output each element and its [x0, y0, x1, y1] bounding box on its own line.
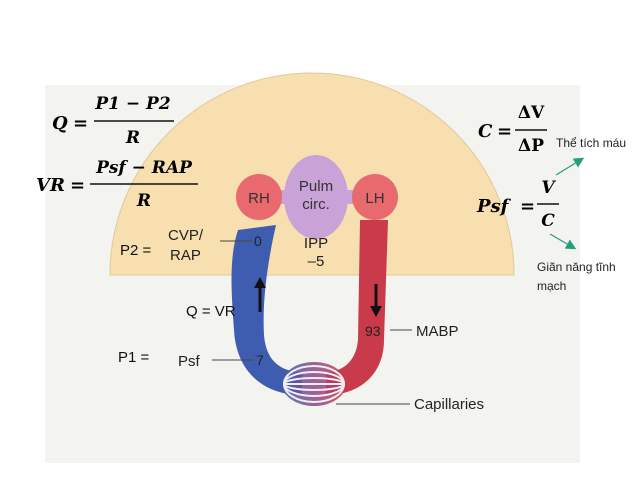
compliance-note-line2: mạch: [537, 279, 566, 293]
eq-q-lhs: Q: [52, 113, 68, 134]
ipp-value: –5: [308, 253, 325, 270]
eq-vr-denominator: R: [136, 191, 151, 211]
mabp-label: MABP: [416, 323, 459, 340]
equation-compliance: C = ΔV ΔP: [478, 103, 547, 156]
eq-q-numerator: P1 − P2: [94, 94, 170, 114]
right-heart: [236, 174, 282, 220]
eq-psf-numerator: V: [541, 178, 556, 198]
eq-q-equals: =: [73, 113, 88, 134]
eq-vr-equals: =: [70, 175, 85, 196]
equation-psf: Psf = V C: [476, 178, 559, 231]
p1-annotation: P1 =: [118, 349, 150, 366]
cvp-label-line2: RAP: [170, 247, 201, 264]
venous-limb: [231, 225, 302, 395]
left-heart: [352, 174, 398, 220]
compliance-arrow: [549, 233, 577, 250]
compliance-note-line1: Giãn năng tĩnh: [537, 260, 616, 274]
psf-label: Psf: [178, 353, 201, 370]
eq-vr-lhs: VR: [36, 175, 65, 196]
blood-volume-arrow: [555, 157, 585, 176]
equation-q-flow: Q = P1 − P2 R: [52, 94, 174, 148]
eq-c-equals: =: [497, 121, 512, 142]
q-vr-annotation: Q = VR: [186, 303, 236, 320]
equation-venous-return: VR = Psf − RAP R: [36, 158, 198, 211]
rh-label: RH: [248, 190, 270, 207]
eq-c-denominator: ΔP: [518, 136, 544, 156]
eq-c-lhs: C: [478, 121, 493, 142]
ipp-label: IPP: [304, 235, 328, 252]
pulm-label-line2: circ.: [302, 196, 330, 213]
p2-annotation: P2 =: [120, 242, 152, 259]
mabp-value: 93: [365, 323, 381, 339]
pulmonary-circulation: [284, 155, 348, 239]
eq-vr-numerator: Psf − RAP: [95, 158, 193, 178]
capillaries-label: Capillaries: [414, 396, 484, 413]
eq-psf-denominator: C: [541, 211, 555, 231]
arterial-flow-arrow: [370, 284, 382, 317]
cvp-label-line1: CVP/: [168, 227, 204, 244]
eq-psf-lhs: Psf: [476, 196, 512, 217]
eq-c-numerator: ΔV: [518, 103, 545, 123]
eq-q-denominator: R: [125, 128, 140, 148]
cvp-value: 0: [254, 233, 262, 249]
blood-volume-note: Thể tích máu: [556, 136, 626, 150]
arterial-limb: [326, 220, 388, 395]
psf-value: 7: [256, 352, 264, 368]
lh-label: LH: [365, 190, 384, 207]
venous-flow-arrow: [254, 277, 266, 312]
eq-psf-equals: =: [520, 196, 535, 217]
pulm-label-line1: Pulm: [299, 178, 333, 195]
capillary-bed: [282, 362, 346, 406]
